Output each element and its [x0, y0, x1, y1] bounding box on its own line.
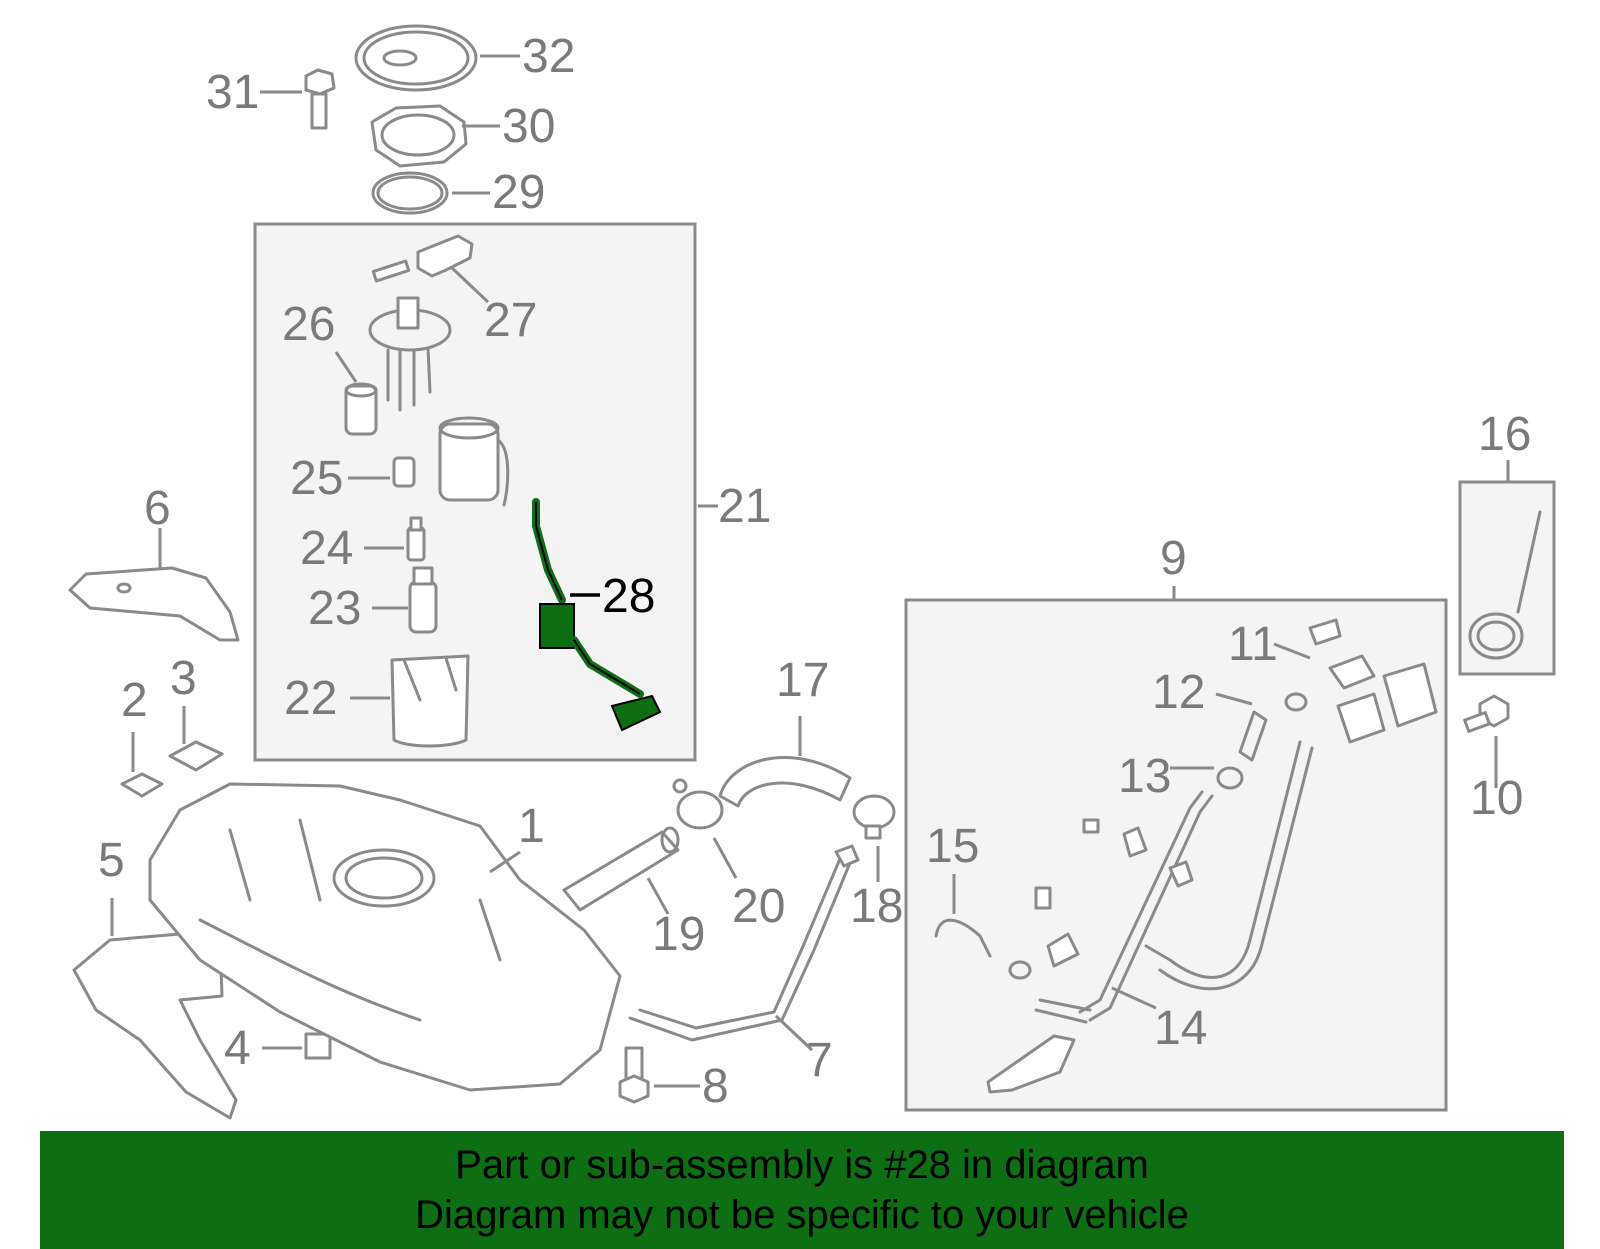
callout-9: 9 [1160, 532, 1187, 585]
callout-11: 11 [1228, 618, 1278, 671]
callout-18: 18 [850, 880, 903, 933]
callout-1: 1 [518, 800, 545, 853]
part-16-fuel-cap [1468, 510, 1542, 660]
callout-13: 13 [1118, 750, 1171, 803]
callout-27: 27 [484, 294, 537, 347]
part-27-bracket [371, 234, 474, 283]
callout-14: 14 [1154, 1002, 1207, 1055]
callout-24: 24 [300, 522, 353, 575]
callout-19: 19 [652, 908, 705, 961]
part-26-pump-flange [344, 296, 452, 436]
callout-6: 6 [144, 482, 171, 535]
part-29-gasket [371, 171, 449, 215]
part-10-bolt [1463, 694, 1510, 733]
part-31-bolt [304, 68, 336, 130]
callout-8: 8 [702, 1060, 729, 1113]
part-22-reservoir [390, 654, 470, 748]
assembly-box-9 [904, 598, 1448, 1112]
part-18-clamp [852, 794, 896, 840]
part-32-cover [354, 24, 478, 92]
callout-3: 3 [170, 652, 197, 705]
part-24-regulator [406, 516, 426, 562]
part-2-pad [120, 772, 164, 798]
callout-16: 16 [1478, 408, 1531, 461]
callout-29: 29 [492, 166, 545, 219]
callout-21: 21 [718, 480, 771, 533]
callout-5: 5 [98, 834, 125, 887]
callout-12: 12 [1152, 666, 1205, 719]
callout-31: 31 [206, 66, 259, 119]
callout-15: 15 [926, 820, 979, 873]
banner-line-2: Diagram may not be specific to your vehi… [415, 1193, 1189, 1237]
callout-2: 2 [121, 674, 148, 727]
callout-20: 20 [732, 880, 785, 933]
callout-4: 4 [224, 1022, 251, 1075]
part-9-filler-neck-assembly [934, 618, 1438, 1094]
callout-26: 26 [282, 298, 335, 351]
banner-line-1: Part or sub-assembly is #28 in diagram [455, 1143, 1149, 1187]
callout-22: 22 [284, 672, 337, 725]
callout-30: 30 [502, 100, 555, 153]
part-4-clip [304, 1032, 332, 1060]
callout-17: 17 [776, 654, 829, 707]
callout-10: 10 [1470, 772, 1523, 825]
part-23-fuel-pump [408, 566, 438, 634]
info-banner: Part or sub-assembly is #28 in diagram D… [40, 1131, 1564, 1249]
part-3-pad [168, 740, 224, 772]
part-8-bolt [618, 1046, 650, 1104]
callout-28: 28 [602, 570, 655, 623]
callout-25: 25 [290, 452, 343, 505]
part-25-filter-housing [392, 416, 510, 507]
callout-7: 7 [806, 1034, 833, 1087]
callout-32: 32 [522, 30, 575, 83]
part-6-heat-shield [68, 566, 240, 642]
part-28-fuel-sender [532, 498, 662, 732]
leader-lines [110, 54, 1510, 1088]
part-30-retainer-ring [370, 104, 468, 168]
part-20-clamp [672, 778, 724, 830]
part-17-hose [718, 756, 852, 808]
part-19-filler-hose [562, 826, 680, 912]
callout-23: 23 [308, 582, 361, 635]
part-1-fuel-tank [148, 782, 622, 1092]
